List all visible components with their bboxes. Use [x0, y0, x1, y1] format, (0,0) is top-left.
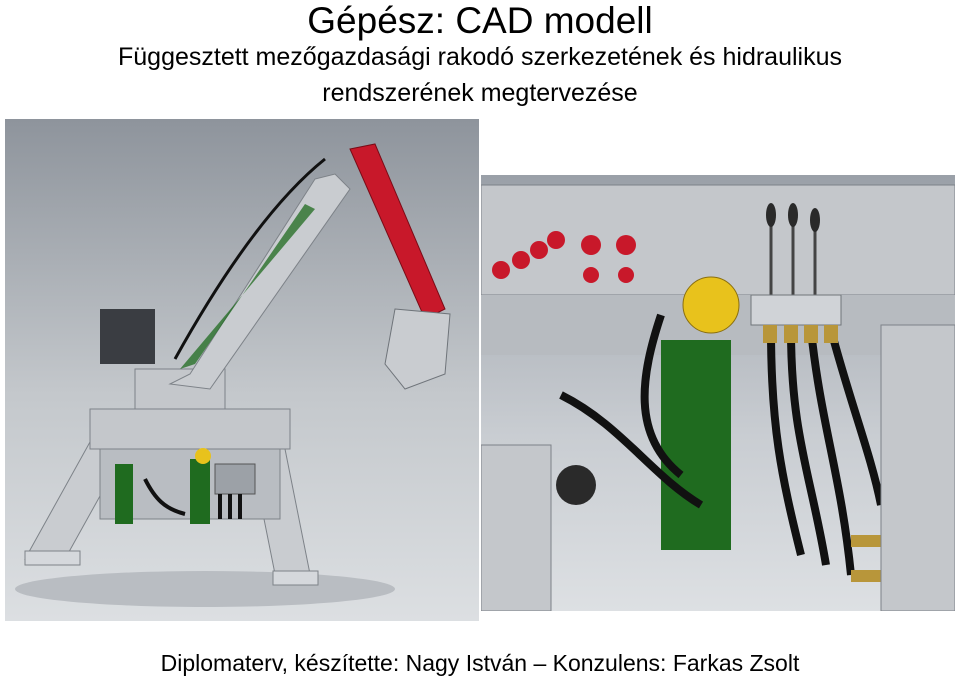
- hoses-detail: [559, 313, 885, 576]
- bucket: [384, 308, 451, 390]
- boom: [168, 173, 351, 390]
- hose-group: [218, 494, 242, 519]
- page-subtitle: Függesztett mezőgazdasági rakodó szerkez…: [117, 43, 842, 107]
- page-title: Gépész: CAD modell: [307, 0, 653, 41]
- cad-loader-image: [5, 119, 479, 621]
- detail-drawing: [481, 184, 955, 611]
- hose-1: [143, 478, 186, 516]
- detail-frame-right: [880, 324, 955, 611]
- footer-credits: Diplomaterv, készítette: Nagy István – K…: [160, 650, 800, 676]
- dipper-arm: [349, 143, 446, 320]
- valve-yellow: [195, 448, 211, 464]
- ground-shadow: [15, 571, 395, 607]
- green-plate-left: [115, 464, 133, 524]
- loader-drawing: [15, 143, 451, 607]
- cad-detail-image: [481, 175, 955, 611]
- boom-hose: [173, 157, 326, 360]
- green-plate-mid: [190, 459, 210, 524]
- left-foot: [24, 550, 81, 566]
- control-levers: [766, 203, 820, 300]
- detail-frame-top: [481, 184, 955, 296]
- detail-frame-left: [481, 444, 552, 611]
- main-frame: [89, 408, 291, 450]
- boom-plate: [180, 204, 315, 369]
- knob: [556, 465, 596, 505]
- valve-block-detail: [750, 294, 842, 326]
- right-foot: [272, 570, 319, 586]
- brass-fittings: [763, 325, 881, 582]
- yellow-valve-detail: [682, 276, 740, 334]
- red-caps: [492, 231, 636, 283]
- valve-block: [214, 463, 256, 495]
- green-plate-detail: [661, 340, 731, 550]
- operator-seat: [100, 309, 155, 364]
